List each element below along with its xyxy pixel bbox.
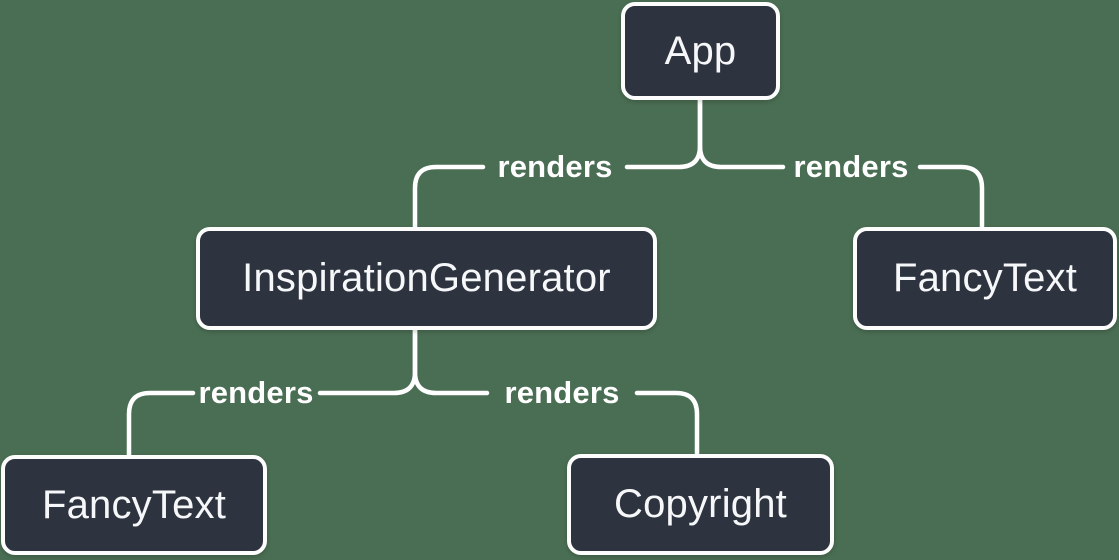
edge-label-renders: renders xyxy=(198,375,314,410)
node-app: App xyxy=(621,2,780,100)
edge-app-fancytext-tail xyxy=(917,164,985,235)
edge-inspirationgenerator-fancytext-trunk xyxy=(317,322,418,396)
node-label: App xyxy=(664,28,737,73)
node-inspiration-generator: InspirationGenerator xyxy=(196,227,657,330)
edge-label-renders: renders xyxy=(497,149,613,184)
edge-inspirationgenerator-copyright-tail xyxy=(634,390,700,462)
node-fancy-text-right: FancyText xyxy=(853,227,1117,330)
edge-label-renders: renders xyxy=(793,149,909,184)
node-label: FancyText xyxy=(41,482,227,527)
node-copyright: Copyright xyxy=(567,454,834,555)
node-label: InspirationGenerator xyxy=(242,256,611,300)
node-label: Copyright xyxy=(614,482,787,526)
edge-inspirationgenerator-fancytext-tail xyxy=(126,390,196,463)
edge-app-fancytext-trunk xyxy=(697,92,786,170)
node-label: FancyText xyxy=(892,256,1078,300)
edge-app-inspirationgenerator-trunk xyxy=(624,92,703,170)
edge-label-renders: renders xyxy=(504,375,620,410)
edge-app-inspirationgenerator-tail xyxy=(412,164,486,235)
node-fancy-text-left: FancyText xyxy=(1,455,267,555)
edge-inspirationgenerator-copyright-trunk xyxy=(412,322,490,396)
